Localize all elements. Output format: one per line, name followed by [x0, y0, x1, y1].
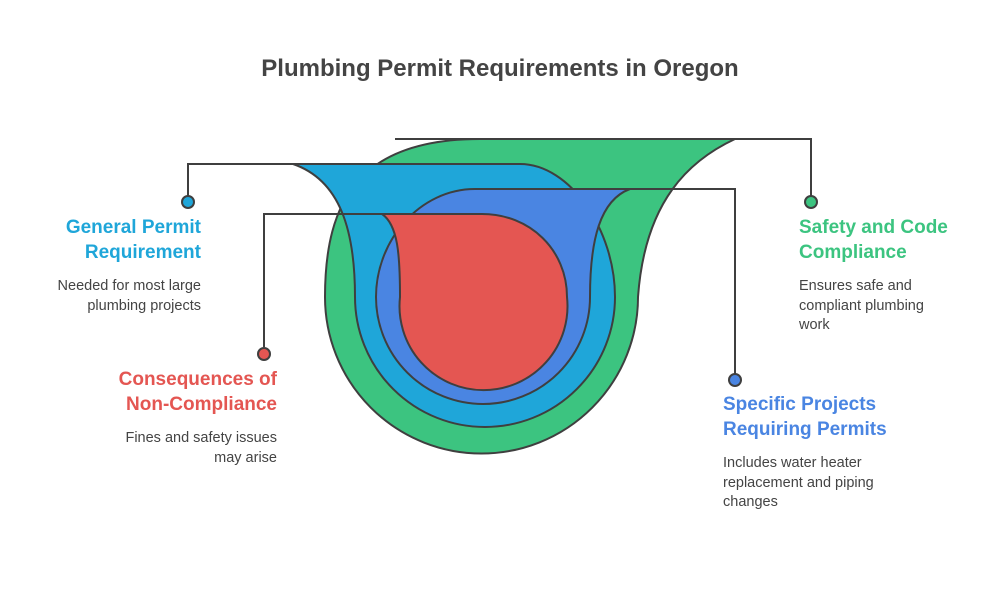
item-general: General Permit Requirement Needed for mo…: [1, 215, 201, 316]
connector-specific: [630, 188, 736, 374]
description-line: work: [799, 317, 830, 333]
item-heading: General Permit Requirement: [1, 215, 201, 265]
item-heading: Safety and Code Compliance: [799, 215, 999, 265]
dot-safety: [804, 195, 818, 209]
item-specific: Specific Projects Requiring Permits Incl…: [723, 392, 963, 513]
description-line: changes: [723, 494, 778, 510]
description-line: replacement and piping: [723, 474, 874, 491]
description-line: Ensures safe and: [799, 278, 912, 294]
item-consequences: Consequences of Non-Compliance Fines and…: [57, 367, 277, 468]
description-line: plumbing projects: [87, 297, 201, 314]
description-line: Fines and safety issues: [125, 430, 277, 446]
description-line: may arise: [214, 449, 277, 466]
item-heading: Specific Projects Requiring Permits: [723, 392, 963, 442]
heading-line: Non-Compliance: [126, 394, 277, 415]
item-safety: Safety and Code Compliance Ensures safe …: [799, 215, 999, 336]
dot-general: [181, 195, 195, 209]
item-description: Ensures safe and compliant plumbing work: [799, 277, 999, 336]
description-line: compliant plumbing: [799, 297, 924, 314]
heading-line: Consequences of: [118, 369, 277, 390]
heading-line: Compliance: [799, 242, 907, 263]
heading-line: Safety and Code: [799, 217, 948, 238]
heading-line: Requirement: [84, 242, 201, 263]
dot-specific: [728, 373, 742, 387]
connector-general: [187, 163, 293, 196]
connector-safety: [735, 138, 812, 196]
item-description: Includes water heater replacement and pi…: [723, 454, 963, 513]
red-drop-shape: [378, 213, 569, 392]
heading-line: General Permit: [65, 217, 201, 238]
heading-line: Requiring Permits: [723, 419, 887, 440]
item-description: Fines and safety issues may arise: [57, 429, 277, 468]
description-line: Includes water heater: [723, 455, 862, 471]
connector-consequences: [263, 213, 382, 347]
item-heading: Consequences of Non-Compliance: [57, 367, 277, 417]
item-description: Needed for most large plumbing projects: [1, 277, 201, 316]
page-title: Plumbing Permit Requirements in Oregon: [261, 55, 739, 82]
heading-line: Specific Projects: [723, 394, 877, 415]
dot-consequences: [257, 347, 271, 361]
description-line: Needed for most large: [57, 278, 201, 294]
